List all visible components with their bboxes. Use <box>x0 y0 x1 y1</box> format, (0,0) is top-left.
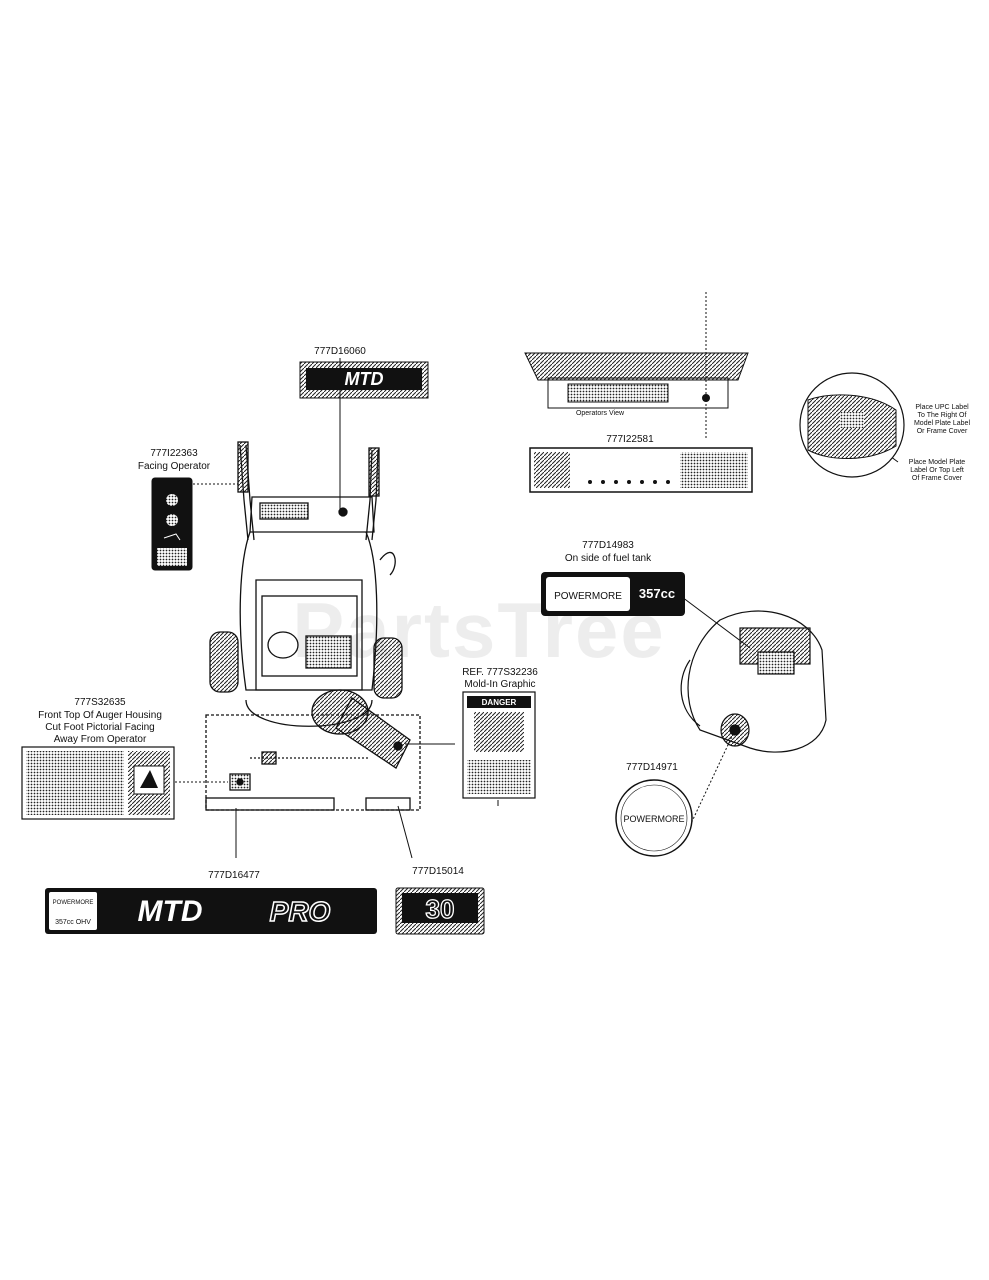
part-number-777I22581[interactable]: 777I22581 <box>606 434 654 445</box>
decal-777D16060: MTD <box>299 361 429 399</box>
part-number-777D15014[interactable]: 777D15014 <box>412 866 464 877</box>
part-number-777D16477[interactable]: 777D16477 <box>208 870 260 881</box>
part-number-777D14971[interactable]: 777D14971 <box>626 762 678 773</box>
part-number-777S32635[interactable]: 777S32635 <box>74 697 126 708</box>
decal-danger-text: DANGER <box>482 698 517 707</box>
decal-code-text: 30 <box>426 894 455 924</box>
part-number-777D16060[interactable]: 777D16060 <box>314 346 366 357</box>
decal-777D14971: POWERMORE <box>615 779 693 857</box>
part-note-auger-line2: Cut Foot Pictorial Facing <box>45 722 155 733</box>
decal-small-brand-text: POWERMORE <box>53 900 94 906</box>
decal-777D16477: POWERMORE 357cc OHV MTD PRO <box>45 888 377 934</box>
decal-round-brand-text: POWERMORE <box>623 814 684 824</box>
part-note-mold-in: Mold-In Graphic <box>464 679 536 690</box>
operators-view-note: Operators View <box>575 410 625 417</box>
decal-777S32635 <box>21 746 175 820</box>
plate-note-line1: Place Model Plate <box>908 459 966 466</box>
decal-777D15014: 30 <box>395 887 485 935</box>
snowblower-drawing <box>205 441 421 811</box>
part-number-777S32236[interactable]: REF. 777S32236 <box>462 667 538 678</box>
upc-note-line2: To The Right Of <box>917 412 967 419</box>
decal-mtd-text: MTD <box>345 369 384 389</box>
decal-engine-sub-text: 357cc OHV <box>55 919 91 926</box>
part-number-777I22363[interactable]: 777I22363 <box>150 448 198 459</box>
plate-note-line3: Of Frame Cover <box>911 475 963 482</box>
upc-note-line3: Model Plate Label <box>913 420 971 427</box>
decal-777I22581 <box>524 352 753 493</box>
part-note-fuel-tank: On side of fuel tank <box>564 553 652 564</box>
decal-777I22363 <box>151 477 193 571</box>
decal-brand-text: POWERMORE <box>554 591 622 602</box>
decal-777S32236: DANGER <box>462 691 536 799</box>
decal-pro-large-text: PRO <box>270 896 331 927</box>
part-note-facing-operator: Facing Operator <box>137 461 211 472</box>
decal-mtd-large-text: MTD <box>138 895 203 928</box>
model-plate-detail <box>799 372 905 478</box>
part-number-777D14983[interactable]: 777D14983 <box>582 540 634 551</box>
upc-note-line4: Or Frame Cover <box>916 428 968 435</box>
decal-777D14983: POWERMORE 357cc <box>541 572 685 616</box>
engine-drawing <box>680 610 827 753</box>
part-note-auger-line1: Front Top Of Auger Housing <box>38 710 162 721</box>
plate-note-line2: Label Or Top Left <box>910 467 964 474</box>
upc-note-line1: Place UPC Label <box>915 404 969 411</box>
decal-displacement-text: 357cc <box>639 586 675 601</box>
part-note-auger-line3: Away From Operator <box>53 734 147 745</box>
